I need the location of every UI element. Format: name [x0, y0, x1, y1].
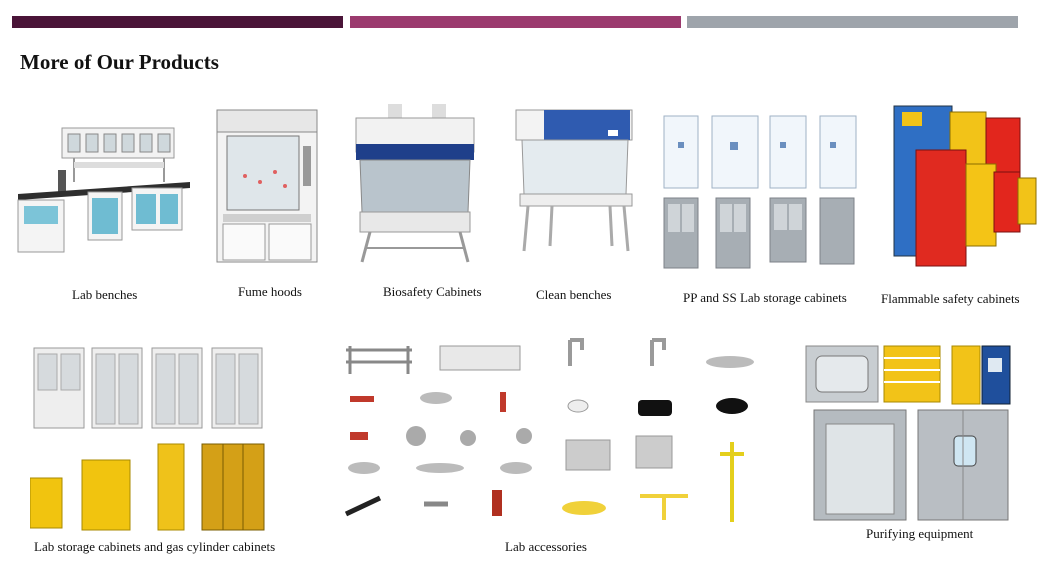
accent-bar-3 — [687, 16, 1018, 28]
pp-ss-cabinets-image — [660, 112, 860, 272]
pp-ss-caption: PP and SS Lab storage cabinets — [683, 290, 847, 305]
lab-accessories-image — [340, 336, 770, 526]
purifying-equipment-image — [804, 344, 1014, 524]
accent-bar-2 — [350, 16, 681, 28]
purifying-caption: Purifying equipment — [866, 526, 974, 541]
storage-gas-cabinets-image — [30, 344, 270, 534]
clean-bench-image — [512, 106, 637, 256]
flammable-caption: Flammable safety cabinets — [881, 291, 1020, 306]
lab-benches-caption: Lab benches — [72, 287, 138, 302]
fume-hood-image — [215, 106, 320, 266]
accent-bar-1 — [12, 16, 343, 28]
lab-benches-image — [14, 122, 194, 257]
page-title: More of Our Products — [20, 50, 219, 74]
biosafety-caption: Biosafety Cabinets — [383, 284, 482, 299]
fume-hoods-caption: Fume hoods — [238, 284, 302, 299]
biosafety-cabinet-image — [350, 102, 480, 267]
lab-accessories-caption: Lab accessories — [505, 539, 587, 554]
storage-gas-caption: Lab storage cabinets and gas cylinder ca… — [34, 539, 276, 554]
clean-benches-caption: Clean benches — [536, 287, 612, 302]
flammable-cabinets-image — [890, 104, 1040, 269]
